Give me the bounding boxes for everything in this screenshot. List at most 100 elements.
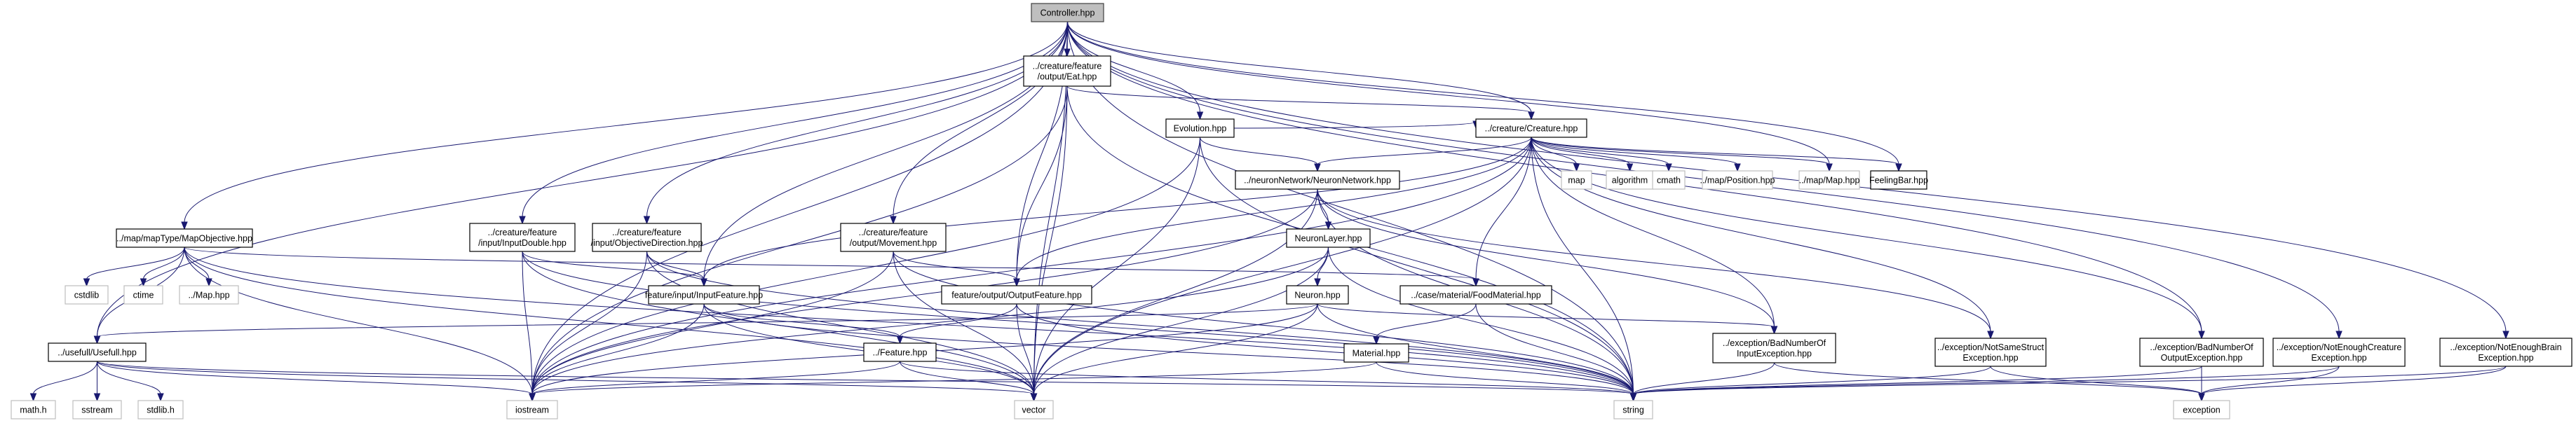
node-inputfeature[interactable]: feature/input/InputFeature.hpp [645, 285, 763, 305]
node-label: ../neuronNetwork/NeuronNetwork.hpp [1244, 176, 1391, 186]
arrowhead-icon [643, 216, 651, 225]
node-algorithm: algorithm [1606, 170, 1654, 190]
edge-line [703, 137, 1532, 280]
node-movement[interactable]: ../creature/feature/output/Movement.hpp [840, 223, 947, 252]
node-label: string [1622, 405, 1644, 415]
node-label: Neuron.hpp [1294, 291, 1340, 300]
edge-creature-to-position [1531, 137, 1741, 172]
edge-feature-to-vector [900, 361, 1038, 402]
edge-line [97, 361, 161, 395]
node-box [1652, 170, 1686, 190]
node-foodmaterial[interactable]: ../case/material/FoodMaterial.hpp [1399, 285, 1552, 305]
edge-neuron-to-usefull [93, 303, 1318, 345]
node-box [1286, 228, 1371, 248]
arrowhead-icon [29, 393, 37, 402]
node-vector: vector [1014, 400, 1054, 419]
node-label: algorithm [1612, 176, 1648, 186]
edge-evolution-to-neuronnetwork [1200, 137, 1321, 172]
edge-line [1633, 366, 2202, 395]
edge-feature-to-iostream [529, 361, 900, 402]
node-controller[interactable]: Controller.hpp [1031, 3, 1104, 22]
node-eat[interactable]: ../creature/feature/output/Eat.hpp [1023, 55, 1111, 87]
node-box [2173, 400, 2230, 419]
edge-movement-to-outputfeature [893, 251, 1020, 287]
edge-line [531, 361, 1377, 395]
edge-line [646, 251, 1634, 395]
node-neuron[interactable]: Neuron.hpp [1286, 285, 1349, 305]
node-box [116, 228, 253, 248]
edge-feature-to-string [900, 361, 1637, 402]
arrowhead-icon [1826, 163, 1833, 172]
arrowhead-icon [1626, 163, 1634, 172]
edge-line [1033, 137, 1200, 395]
node-objectivedirection[interactable]: ../creature/feature/input/ObjectiveDirec… [591, 223, 703, 252]
edge-line [2201, 366, 2340, 395]
node-outputfeature[interactable]: feature/output/OutputFeature.hpp [941, 285, 1092, 305]
node-badinput[interactable]: ../exception/BadNumberOfInputException.h… [1712, 333, 1836, 363]
node-box [1606, 170, 1654, 190]
node-material[interactable]: Material.hpp [1343, 343, 1409, 363]
nodes-layer: Controller.hpp ../creature/feature/output… [11, 3, 2572, 419]
node-label: Controller.hpp [1040, 8, 1095, 18]
node-feelingbar[interactable]: FeelingBar.hpp [1869, 170, 1928, 190]
edge-notenoughcreature-to-exception [2198, 366, 2340, 402]
edge-controller-to-notenoughbrain [1067, 21, 2509, 340]
edge-line [1633, 366, 2340, 395]
node-string: string [1613, 400, 1653, 419]
edge-line [1531, 137, 1775, 328]
node-evolution[interactable]: Evolution.hpp [1165, 118, 1235, 138]
edge-line [900, 361, 1634, 395]
node-neuronnetwork[interactable]: ../neuronNetwork/NeuronNetwork.hpp [1235, 170, 1400, 190]
node-box [1475, 118, 1587, 138]
node-mapobjective[interactable]: ../map/mapType/MapObjective.hpp [116, 228, 253, 248]
node-inputdouble[interactable]: ../creature/feature/input/InputDouble.hp… [469, 223, 576, 252]
edge-inputdouble-to-iostream [522, 251, 536, 402]
node-label: ../creature/Creature.hpp [1485, 124, 1578, 134]
edge-controller-to-iostream [529, 21, 1068, 402]
edges-layer [29, 21, 2509, 402]
edge-objectivedirection-to-inputfeature [646, 251, 707, 287]
node-badoutput[interactable]: ../exception/BadNumberOfOutputException.… [2139, 338, 2264, 367]
node-feature[interactable]: ../Feature.hpp [863, 342, 937, 362]
node-label: ../exception/BadNumberOf [2150, 342, 2253, 352]
arrowhead-icon [2198, 393, 2205, 402]
edge-line [1067, 21, 2507, 333]
edge-line [893, 251, 1034, 395]
node-map: map [1561, 170, 1592, 190]
arrowhead-icon [1770, 326, 1778, 335]
edge-line [531, 21, 1068, 395]
node-creature[interactable]: ../creature/Creature.hpp [1475, 118, 1587, 138]
arrowhead-icon [1895, 163, 1902, 172]
node-notenoughcreature[interactable]: ../exception/NotEnoughCreatureException.… [2272, 338, 2406, 367]
node-sstream: sstream [72, 400, 122, 419]
edge-line [1033, 21, 1068, 395]
edge-outputfeature-to-feature [896, 303, 1017, 345]
node-box [72, 400, 122, 419]
node-usefull[interactable]: ../usefull/Usefull.hpp [48, 342, 147, 362]
node-box [2439, 338, 2572, 367]
edge-line [531, 251, 894, 395]
node-label: ctime [133, 291, 154, 300]
node-maphpp: ../map/Map.hpp [1798, 170, 1860, 190]
edge-line [1475, 303, 1634, 395]
node-label: exception [2183, 405, 2221, 415]
node-box [48, 342, 147, 362]
edge-notenoughbrain-to-string [1629, 366, 2507, 402]
edge-line [1317, 303, 1775, 328]
edge-controller-to-creature [1067, 21, 1535, 120]
edge-line [1067, 21, 1634, 395]
edge-line [1016, 85, 1068, 280]
arrowhead-icon [1528, 111, 1535, 120]
node-box [1399, 285, 1552, 305]
node-box [1286, 285, 1349, 305]
node-label: math.h [20, 405, 46, 415]
node-neuronlayer[interactable]: NeuronLayer.hpp [1286, 228, 1371, 248]
edge-line [531, 251, 647, 395]
node-label: /output/Movement.hpp [850, 238, 937, 248]
arrowhead-icon [181, 221, 188, 230]
node-box [506, 400, 558, 419]
edge-line [522, 251, 1634, 395]
edge-line [1067, 21, 1830, 165]
